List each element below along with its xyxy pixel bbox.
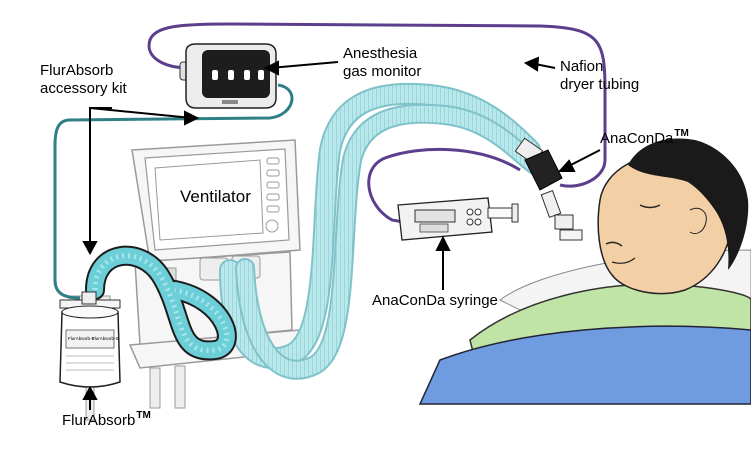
patient [418,138,751,405]
label-flurabsorb: FlurAbsorbTM [62,410,151,432]
nafion-dryer-tubing [147,22,607,188]
label-nafion-line2: dryer tubing [560,76,640,93]
label-anaconda-text: AnaConDa [600,130,674,147]
label-anaconda-tm: TM [674,128,689,139]
anaconda-syringe-pump [397,197,519,241]
anaconda-device [514,137,583,241]
label-flurabsorb-kit-line2: accessory kit [40,80,127,97]
label-ventilator: Ventilator [180,187,251,206]
label-arrows [82,56,601,410]
canister-label-2: FlurAbsorb-S [92,336,119,341]
label-nafion: Nafion dryer tubing [560,58,639,94]
label-anaconda: AnaConDaTM [600,128,689,150]
label-gas-monitor: Anesthesia gas monitor [343,45,421,81]
label-syringe: AnaConDa syringe [372,292,498,309]
flurabsorb-canister: FlurAbsorb-S FlurAbsorb-S [59,291,121,388]
syringe-line [367,147,521,227]
breathing-circuit-hoses [219,82,545,380]
label-gas-monitor-line2: gas monitor [343,63,422,80]
label-flurabsorb-tm: TM [136,410,151,421]
canister-label-1: FlurAbsorb-S [68,336,95,341]
label-flurabsorb-text: FlurAbsorb [62,412,136,429]
label-nafion-line1: Nafion [560,58,604,75]
label-flurabsorb-kit: FlurAbsorb accessory kit [40,62,127,98]
anesthesia-gas-monitor [179,43,277,109]
monitor-sample-line [53,83,294,300]
label-gas-monitor-line1: Anesthesia [343,45,418,62]
label-flurabsorb-kit-line1: FlurAbsorb [40,62,114,79]
exhaust-hose [85,245,237,361]
